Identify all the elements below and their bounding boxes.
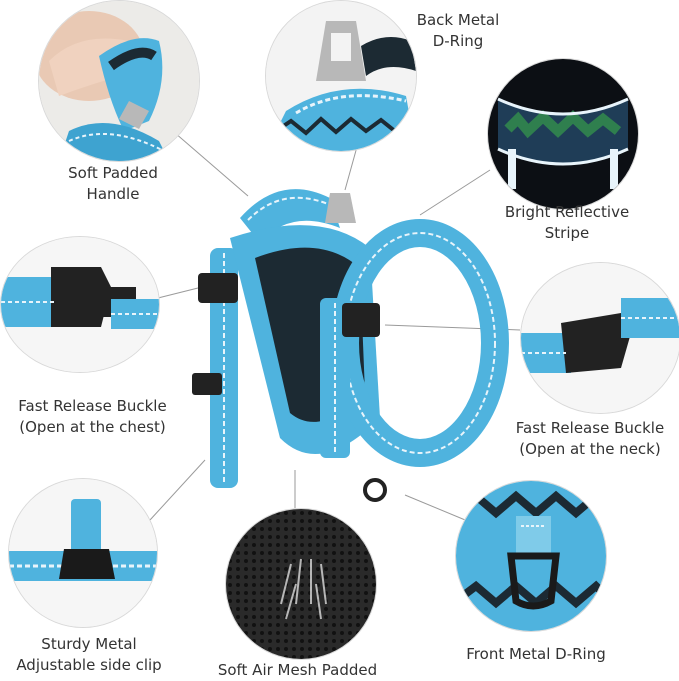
- side-clip-image: [8, 478, 158, 628]
- feature-label-front-ring: Front Metal D-Ring: [446, 644, 626, 665]
- neck-buckle-label-line2: (Open at the neck): [519, 440, 661, 458]
- back-ring-label-line1: Back Metal: [416, 11, 500, 29]
- neck-buckle-label-line1: Fast Release Buckle: [515, 419, 665, 437]
- reflective-stripe-image: [487, 58, 639, 210]
- feature-label-neck-buckle: Fast Release Buckle (Open at the neck): [502, 418, 678, 460]
- air-mesh-image: [225, 508, 377, 660]
- back-ring-label-line2: D-Ring: [432, 32, 484, 50]
- front-ring-label-line1: Front Metal D-Ring: [466, 645, 606, 663]
- reflective-label-line1: Bright Reflective: [504, 203, 630, 221]
- reflective-label-line2: Stripe: [544, 224, 590, 242]
- harness-main-image: [192, 189, 509, 502]
- side-clip-label-line1: Sturdy Metal: [41, 635, 137, 653]
- feature-label-mesh: Soft Air Mesh Padded: [205, 660, 390, 681]
- handle-label-line1: Soft Padded: [68, 164, 158, 182]
- feature-label-handle: Soft Padded Handle: [48, 163, 178, 205]
- side-clip-label-line2: Adjustable side clip: [16, 656, 162, 674]
- chest-buckle-label-line1: Fast Release Buckle: [18, 397, 167, 415]
- back-dring-closeup-image: [265, 0, 417, 152]
- feature-label-reflective: Bright Reflective Stripe: [492, 202, 642, 244]
- chest-buckle-image: [0, 236, 160, 373]
- front-dring-image: [455, 480, 607, 632]
- chest-buckle-label-line2: (Open at the chest): [19, 418, 166, 436]
- handle-label-line2: Handle: [86, 185, 140, 203]
- feature-label-side-clip: Sturdy Metal Adjustable side clip: [14, 634, 164, 676]
- neck-buckle-image: [520, 262, 679, 414]
- handle-closeup-image: [38, 0, 200, 162]
- mesh-label-line1: Soft Air Mesh Padded: [217, 661, 378, 679]
- feature-label-chest-buckle: Fast Release Buckle (Open at the chest): [0, 396, 185, 438]
- feature-label-back-ring: Back Metal D-Ring: [398, 10, 518, 52]
